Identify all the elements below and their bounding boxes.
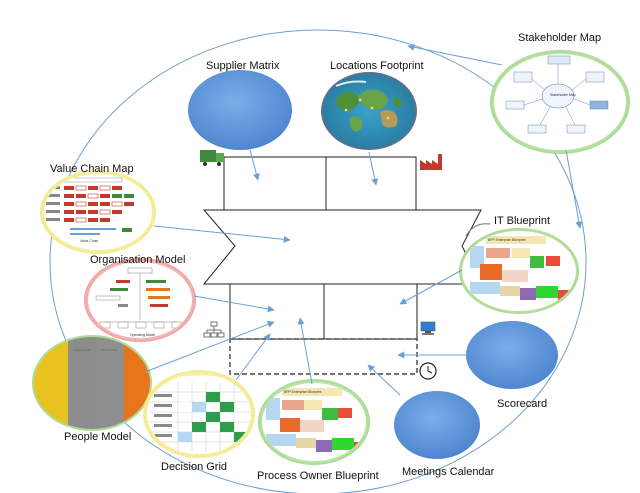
people-model-thumbnail <box>32 335 152 431</box>
decision-grid-thumbnail <box>143 370 255 458</box>
organisation-model-label: Organisation Model <box>90 254 186 266</box>
arrow-meetings-to-dashed <box>367 364 401 396</box>
process-owner-blueprint-thumbnail: BPP Enterprise Blueprint <box>258 379 370 465</box>
arrow-decision-to-box <box>235 333 271 381</box>
value-chain-thumb-text: Value Chain <box>80 239 98 243</box>
organisation-model-thumbnail: Operating Model <box>84 258 196 342</box>
value-chain-map-label: Value Chain Map <box>50 163 134 175</box>
flow-arrows <box>144 43 583 396</box>
it-blueprint-connector-arc <box>465 223 491 237</box>
arrow-org-to-box <box>193 295 275 313</box>
org-chart-icon <box>203 321 225 338</box>
central-chevron <box>202 209 482 285</box>
people-model-label: People Model <box>64 431 132 443</box>
locations-footprint-globe <box>321 72 417 150</box>
arrow-it-to-box <box>399 269 463 305</box>
decision-grid-label: Decision Grid <box>161 461 228 473</box>
arrow-stakeholder-to-it <box>565 149 583 229</box>
stakeholder-map-label: Stakeholder Map <box>518 32 602 44</box>
value-chain-map-thumbnail: Value Chain <box>40 170 156 254</box>
arrow-supplier-to-box <box>249 149 260 181</box>
supplier-matrix-label: Supplier Matrix <box>206 60 280 72</box>
bottom-right-box <box>323 283 418 340</box>
computer-icon <box>420 321 436 335</box>
pob-thumb-text: BPP Enterprise Blueprint <box>284 390 322 394</box>
supplier-matrix-oval[interactable] <box>188 70 292 150</box>
stakeholder-thumb-text: Stakeholder Map <box>550 93 576 97</box>
scorecard-label: Scorecard <box>497 398 548 410</box>
top-right-box <box>325 156 417 211</box>
bottom-left-box <box>229 283 325 340</box>
clock-icon <box>419 362 437 380</box>
locations-footprint-label: Locations Footprint <box>330 60 424 72</box>
outer-cycle-ring <box>49 29 587 493</box>
process-owner-blueprint-label: Process Owner Blueprint <box>257 470 379 482</box>
truck-icon <box>200 150 224 166</box>
top-left-box <box>223 156 327 211</box>
arrow-people-to-box <box>144 321 275 373</box>
arrow-valuechain-to-chevron <box>153 225 291 243</box>
it-blueprint-thumb-text: BPP Enterprise Blueprint <box>488 238 526 242</box>
meetings-calendar-oval[interactable] <box>394 391 480 459</box>
factory-icon <box>420 154 442 170</box>
meetings-calendar-label: Meetings Calendar <box>402 466 495 478</box>
arrow-stakeholder-to-top <box>407 43 503 66</box>
arrow-process-to-box <box>297 317 313 385</box>
stakeholder-map-thumbnail: Stakeholder Map <box>490 50 630 154</box>
it-blueprint-thumbnail: BPP Enterprise Blueprint <box>459 228 579 314</box>
arrow-locations-to-box <box>368 151 379 186</box>
scorecard-oval[interactable] <box>466 321 558 389</box>
organisation-thumb-text: Operating Model <box>130 333 155 337</box>
dashed-meetings-box <box>229 338 418 375</box>
it-blueprint-label: IT Blueprint <box>494 215 551 227</box>
